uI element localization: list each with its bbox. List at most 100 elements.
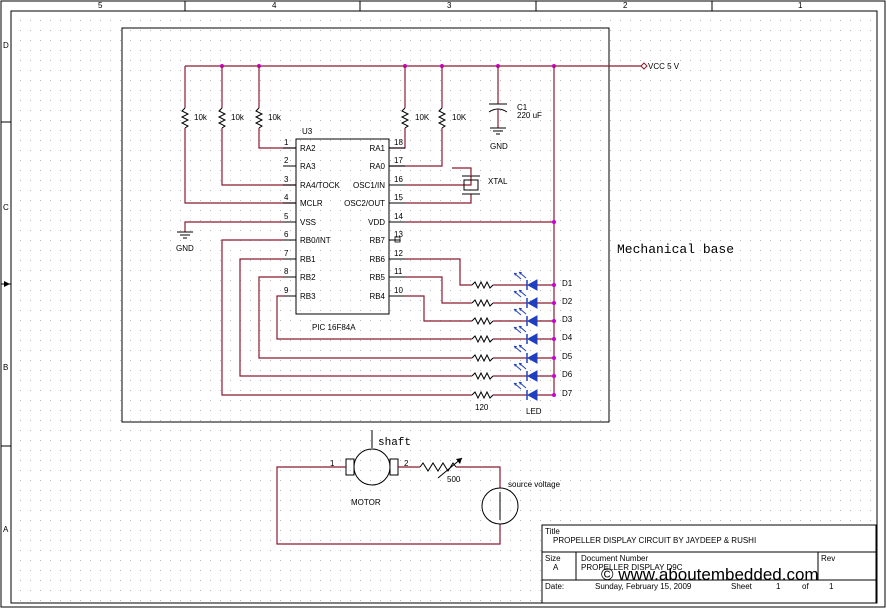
zone-label-left: C [3,203,9,212]
ic-pin-name: RB4 [369,292,385,301]
led-light-arrowhead [519,345,522,348]
led-light-arrowhead [514,309,517,312]
junction-dot [552,393,556,397]
crystal [405,167,480,204]
title-caption: Title [545,527,560,536]
motor-pin2: 2 [404,459,409,468]
zone-label-left: A [3,525,9,534]
zone-label-top: 2 [623,1,628,10]
date-value: Sunday, February 15, 2009 [595,582,692,591]
led-resistor [471,371,494,381]
mechanical-base-box [121,27,610,423]
ic-part: PIC 16F84A [312,323,356,332]
led-resistor [471,316,494,326]
led-resistor [471,353,494,363]
cap-ref: C1 [517,103,528,112]
sheet-caption: Sheet [731,582,753,591]
vcc-label: VCC 5 V [648,62,680,71]
led-light-arrowhead [514,273,517,276]
ic-pin-number: 17 [394,156,403,165]
ic-pin-name: RA2 [300,144,316,153]
led-light-arrowhead [519,363,522,366]
led-wiring [221,239,472,396]
title-block [541,524,877,604]
pullup-value: 10k [268,113,282,122]
ic-pin-name: RB3 [300,292,316,301]
ic-pin-name: RB0/INT [300,236,331,245]
junction-dot [552,283,556,287]
led-ref: D3 [562,315,573,324]
ic-u3 [283,138,405,315]
ic-pin-name: MCLR [300,199,323,208]
ic-pin-name: RA1 [369,144,385,153]
junction-dot [552,319,556,323]
xtal-label: XTAL [488,177,508,186]
led-ref: D4 [562,333,573,342]
led-light-arrowhead [519,272,522,275]
led-label: LED [526,407,542,416]
source-voltage-label: source voltage [508,480,561,489]
zone-label-top: 4 [272,1,277,10]
cap-value: 220 uF [517,111,542,120]
led-light-arrowhead [514,327,517,330]
led-light-arrowhead [514,291,517,294]
rev-caption: Rev [821,554,835,563]
motor-label: MOTOR [351,498,381,507]
zone-label-top: 5 [98,1,103,10]
vss-gnd-label: GND [176,244,194,253]
title-text: PROPELLER DISPLAY CIRCUIT BY JAYDEEP & R… [553,536,756,545]
pullup-value: 10k [231,113,245,122]
ic-pin-number: 9 [284,286,289,295]
pot-value: 500 [447,475,461,484]
led-light-arrowhead [514,383,517,386]
watermark-text: © www.aboutembedded.com [601,565,819,584]
led-array [471,271,556,401]
led-light-arrowhead [514,346,517,349]
ic-pin-number: 18 [394,138,403,147]
ic-pin-number: 4 [284,193,289,202]
capacitor-c1 [488,66,508,135]
pullup-value: 10K [415,113,430,122]
cap-gnd-label: GND [490,142,508,151]
junction-dot [552,301,556,305]
led-light-arrowhead [519,290,522,293]
motor-circuit [276,430,519,545]
junction-dot [552,374,556,378]
ic-pin-name: VDD [368,218,385,227]
zone-label-top: 3 [447,1,452,10]
zone-label-left: D [3,41,9,50]
pullup-resistors [180,66,447,129]
sheet-number: 1 [776,582,781,591]
ic-pin-number: 6 [284,230,289,239]
date-caption: Date: [545,582,564,591]
led-resistor [471,334,494,344]
ic-ref: U3 [302,127,313,136]
led-light-arrowhead [514,364,517,367]
vss-ground [177,221,283,239]
ic-pin-name: RB2 [300,273,316,282]
ic-pin-name: OSC1/IN [353,181,385,190]
pullup-value: 10K [452,113,467,122]
ic-pin-name: RB1 [300,255,316,264]
ic-pin-name: RB5 [369,273,385,282]
led-resistor [471,390,494,400]
led-ref: D1 [562,279,573,288]
ic-pin-number: 8 [284,267,289,276]
led-ref: D2 [562,297,573,306]
led-resistor [471,298,494,308]
zone-label-left: B [3,363,8,372]
ic-pin-number: 5 [284,212,289,221]
ic-pin-name: OSC2/OUT [344,199,385,208]
ic-pin-number: 3 [284,175,289,184]
led-ref: D5 [562,352,573,361]
ic-pin-number: 7 [284,249,289,258]
size-caption: Size [545,554,561,563]
ic-pin-number: 10 [394,286,403,295]
document-number: PROPELLER DISPLAY D9C [581,563,683,572]
of-caption: of [802,582,809,591]
ic-pin-name: RA3 [300,162,316,171]
ic-pin-name: RB6 [369,255,385,264]
shaft-label: shaft [378,437,411,449]
ic-pin-number: 13 [394,230,403,239]
